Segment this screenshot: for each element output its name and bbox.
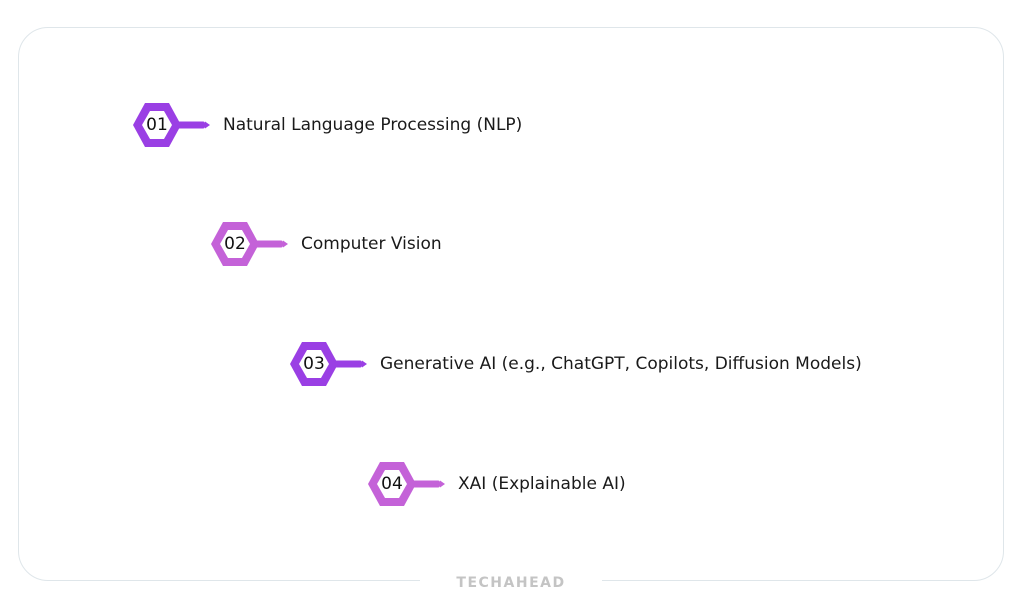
hexagon-badge: 01 <box>131 100 211 150</box>
item-label: Natural Language Processing (NLP) <box>223 115 523 135</box>
watermark-logo: TECHAHEAD <box>456 575 566 591</box>
hexagon-badge: 04 <box>366 459 446 509</box>
item-number: 03 <box>303 354 325 374</box>
item-label: Generative AI (e.g., ChatGPT, Copilots, … <box>380 354 862 374</box>
hexagon-badge: 02 <box>209 219 289 269</box>
item-number: 02 <box>224 234 246 254</box>
item-number: 04 <box>381 474 403 494</box>
hexagon-icon <box>211 222 288 266</box>
hexagon-icon <box>133 103 210 147</box>
list-item: 04 XAI (Explainable AI) <box>366 459 626 509</box>
watermark-gap <box>420 575 602 589</box>
list-item: 01 Natural Language Processing (NLP) <box>131 100 522 150</box>
hexagon-badge: 03 <box>288 339 368 389</box>
item-number: 01 <box>146 115 168 135</box>
list-item: 03 Generative AI (e.g., ChatGPT, Copilot… <box>288 339 862 389</box>
item-label: Computer Vision <box>301 234 442 254</box>
hexagon-icon <box>290 342 367 386</box>
list-item: 02 Computer Vision <box>209 219 442 269</box>
item-label: XAI (Explainable AI) <box>458 474 626 494</box>
hexagon-icon <box>368 462 445 506</box>
